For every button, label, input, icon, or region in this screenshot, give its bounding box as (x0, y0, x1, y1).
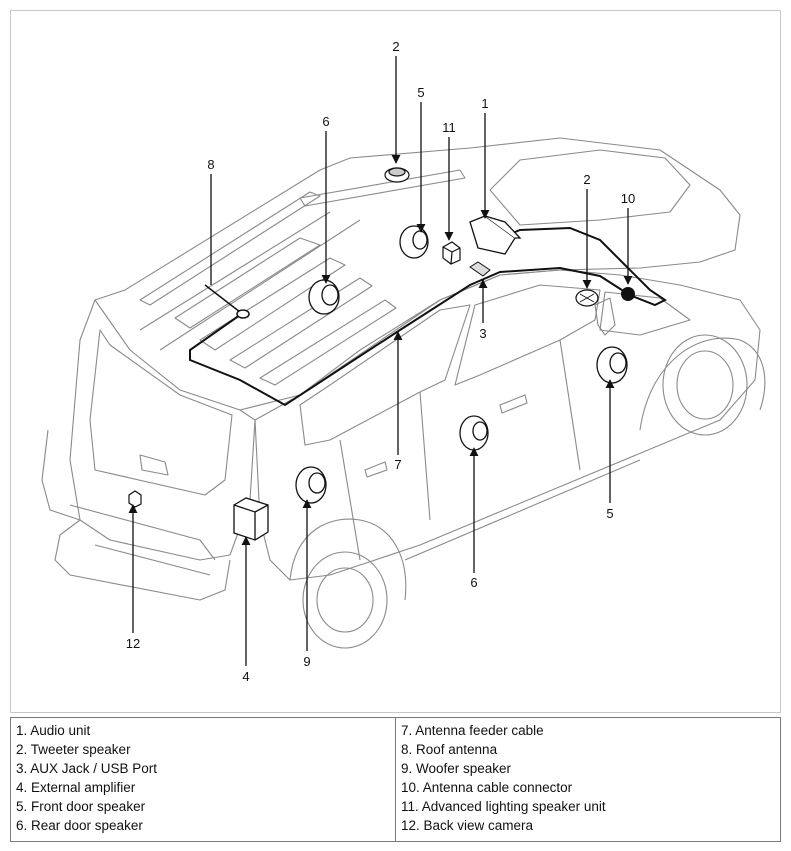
legend-item: 4. External amplifier (16, 780, 136, 795)
legend-column-right: 7. Antenna feeder cable 8. Roof antenna … (395, 717, 781, 842)
callout-9: 9 (303, 654, 310, 669)
leader-lines (128, 56, 633, 666)
callout-11: 11 (442, 120, 456, 135)
callout-6-bottom: 6 (470, 575, 477, 590)
callout-5-bottom: 5 (606, 506, 613, 521)
legend-item: 2. Tweeter speaker (16, 742, 131, 757)
callout-2-front: 2 (583, 172, 590, 187)
callout-5-top: 5 (417, 85, 424, 100)
advanced-lighting-speaker-unit (442, 241, 461, 265)
legend-item: 11. Advanced lighting speaker unit (401, 799, 606, 814)
legend-item: 1. Audio unit (16, 723, 91, 738)
legend-item: 7. Antenna feeder cable (401, 723, 544, 738)
roof-antenna (204, 284, 250, 319)
callout-6-top: 6 (322, 114, 329, 129)
antenna-cable-connector (621, 287, 635, 301)
legend-item: 8. Roof antenna (401, 742, 498, 757)
callout-2-top: 2 (392, 39, 399, 54)
callout-3: 3 (479, 326, 486, 341)
audio-unit (469, 215, 522, 255)
legend-column-left: 1. Audio unit 2. Tweeter speaker 3. AUX … (10, 717, 396, 842)
legend-item: 9. Woofer speaker (401, 761, 512, 776)
rear-door-speaker-roof (308, 279, 340, 315)
legend-item: 6. Rear door speaker (16, 818, 143, 833)
legend-item: 12. Back view camera (401, 818, 534, 833)
legend-item: 5. Front door speaker (16, 799, 146, 814)
callout-12: 12 (126, 636, 140, 651)
car-body (41, 137, 766, 649)
callout-8: 8 (207, 157, 214, 172)
legend-table: 1. Audio unit 2. Tweeter speaker 3. AUX … (10, 717, 781, 842)
vehicle-audio-diagram: 2 5 1 6 11 8 2 10 3 7 5 6 12 9 4 (41, 39, 766, 684)
woofer-speaker (295, 466, 327, 504)
antenna-feeder-cable (189, 226, 667, 407)
rear-door-speaker (459, 415, 489, 451)
callout-1: 1 (481, 96, 488, 111)
tweeter-speaker-front (575, 289, 599, 307)
legend-item: 3. AUX Jack / USB Port (16, 761, 158, 776)
front-door-speaker-rear-roof (399, 225, 429, 259)
aux-jack-usb-port (469, 261, 491, 277)
callout-4: 4 (242, 669, 249, 684)
back-view-camera (128, 490, 142, 508)
front-door-speaker (596, 346, 628, 384)
callout-10: 10 (621, 191, 635, 206)
external-amplifier (233, 497, 269, 541)
callout-7: 7 (394, 457, 401, 472)
tweeter-speaker-rear (384, 167, 410, 183)
callout-labels: 2 5 1 6 11 8 2 10 3 7 5 6 12 9 4 (126, 39, 635, 684)
legend-item: 10. Antenna cable connector (401, 780, 573, 795)
